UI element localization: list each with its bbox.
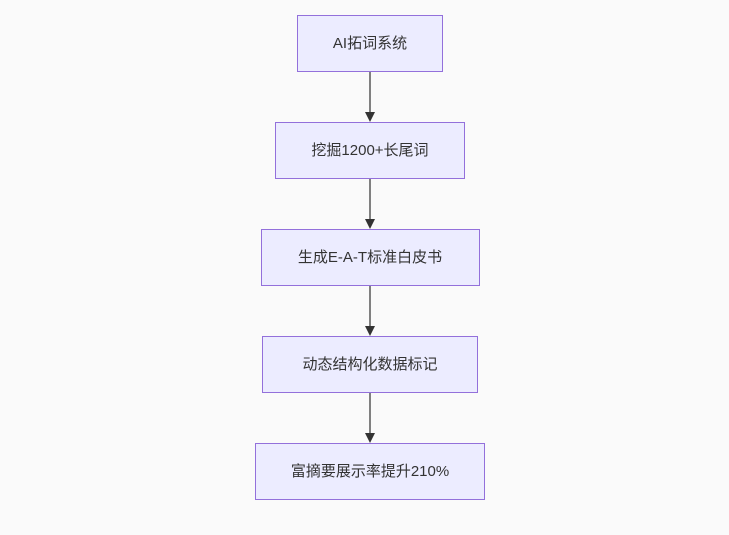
node-ai-word-expansion-system: AI拓词系统 (297, 15, 443, 72)
edge-line (369, 72, 371, 120)
edge-line (369, 393, 371, 441)
edge-step4-step5 (363, 393, 377, 443)
node-eat-whitepaper-generation: 生成E-A-T标准白皮书 (260, 229, 480, 286)
edge-line (369, 179, 371, 227)
arrowhead-down-icon (365, 433, 375, 443)
arrowhead-down-icon (365, 326, 375, 336)
node-longtail-keyword-mining: 挖掘1200+长尾词 (275, 122, 465, 179)
node-dynamic-structured-data-markup: 动态结构化数据标记 (262, 336, 478, 393)
arrowhead-down-icon (365, 112, 375, 122)
flowchart: AI拓词系统 挖掘1200+长尾词 生成E-A-T标准白皮书 动态结构化数据标记… (255, 15, 485, 500)
edge-step1-step2 (363, 72, 377, 122)
node-rich-snippet-rate-increase: 富摘要展示率提升210% (255, 443, 485, 500)
edge-step2-step3 (363, 179, 377, 229)
arrowhead-down-icon (365, 219, 375, 229)
edge-step3-step4 (363, 286, 377, 336)
edge-line (369, 286, 371, 334)
